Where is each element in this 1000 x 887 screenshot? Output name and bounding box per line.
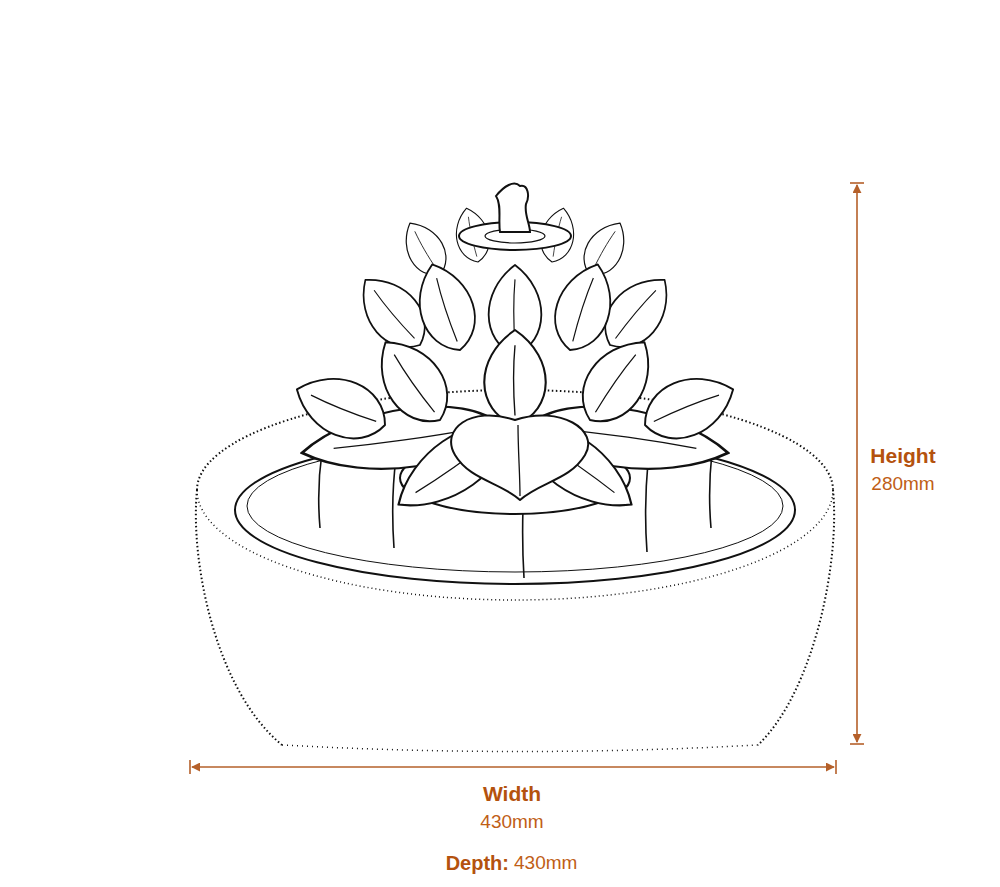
dimension-name: Height	[870, 444, 935, 468]
dimension-lines	[190, 183, 864, 774]
lotus-flower	[287, 184, 744, 527]
dimension-name: Width	[483, 782, 541, 806]
dimension-value: 430mm	[480, 811, 543, 833]
dimension-name: Depth:	[446, 852, 509, 875]
bowl	[196, 390, 834, 753]
dimension-value: 280mm	[871, 473, 934, 495]
dimension-value: 430mm	[514, 852, 577, 874]
